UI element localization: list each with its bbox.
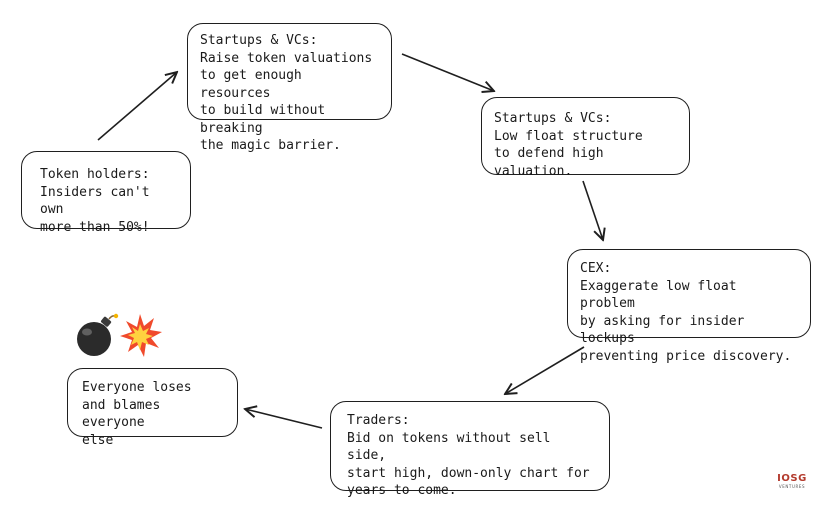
explosion-icon <box>120 314 162 357</box>
brand-tagline: VENTURES <box>778 484 806 489</box>
arrow-raise-to-lowfloat <box>401 53 494 91</box>
brand-logo: IOSG VENTURES <box>772 474 812 494</box>
node-token-holders: Token holders: Insiders can't own more t… <box>21 151 191 235</box>
node-low-float: Startups & VCs: Low float structure to d… <box>481 97 690 179</box>
arrow-lowfloat-to-cex <box>582 180 603 240</box>
node-everyone-loses: Everyone loses and blames everyone else <box>67 368 238 448</box>
arrow-traders-to-lose <box>245 409 323 429</box>
arrow-cex-to-traders <box>505 346 585 394</box>
node-raise-valuations: Startups & VCs: Raise token valuations t… <box>187 23 392 153</box>
arrow-token-to-raise <box>97 72 177 141</box>
node-cex: CEX: Exaggerate low float problem by ask… <box>567 249 811 364</box>
bomb-icon <box>77 313 119 356</box>
node-traders: Traders: Bid on tokens without sell side… <box>330 401 610 498</box>
brand-name: IOSG <box>777 473 807 484</box>
emoji-group <box>72 312 164 360</box>
